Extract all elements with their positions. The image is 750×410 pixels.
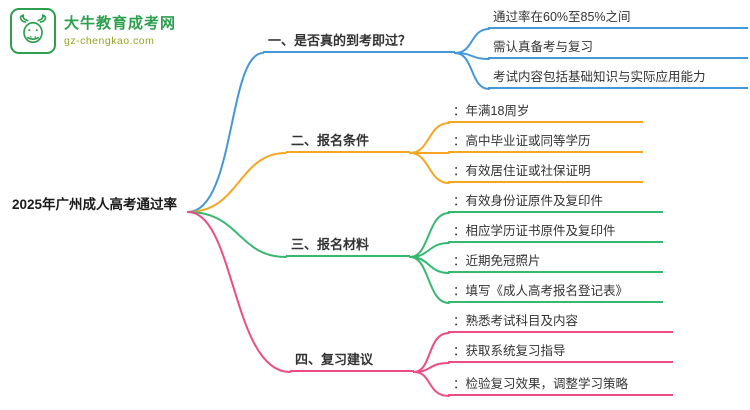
connector-branch1-child2 (454, 52, 490, 60)
branch-4-child-3[interactable]: ：检验复习效果，调整学习策略 (448, 374, 673, 396)
connector-branch4-child3 (413, 371, 450, 397)
logo-text: 大牛教育成考网 gz-chengkao.com (64, 14, 176, 48)
connector-branch4-child2 (413, 362, 450, 373)
connector-branch3-child4 (409, 256, 450, 304)
branch-2-child-3[interactable]: ：有效居住证或社保证明 (448, 161, 643, 183)
branch-3-child-2[interactable]: ：相应学历证书原件及复印件 (448, 221, 663, 243)
bull-icon (10, 8, 56, 54)
connector-root-branch-2 (187, 152, 287, 213)
connector-root-branch-1 (187, 52, 264, 213)
branch-3-child-1[interactable]: ：有效身份证原件及复印件 (448, 191, 663, 213)
branch-2-child-1[interactable]: ：年满18周岁 (448, 101, 643, 123)
branch-label-3[interactable]: 三、报名材料 (286, 235, 410, 257)
connector-branch1-child3 (454, 52, 490, 90)
connector-branch2-child3 (409, 152, 450, 184)
branch-3-child-3[interactable]: ：近期免冠照片 (448, 251, 663, 273)
connector-branch4-child1 (413, 332, 450, 373)
branch-label-4[interactable]: 四、复习建议 (290, 350, 414, 372)
connector-branch3-child3 (409, 256, 450, 274)
branch-3-child-4[interactable]: ：填写《成人高考报名登记表》 (448, 281, 663, 303)
branch-4-child-2[interactable]: ：获取系统复习指导 (448, 341, 673, 363)
root-node[interactable]: 2025年广州成人高考通过率 (12, 197, 178, 212)
branch-1-child-3[interactable]: 考试内容包括基础知识与实际应用能力 (488, 67, 748, 89)
connector-branch1-child1 (454, 28, 490, 54)
branch-1-child-2[interactable]: 需认真备考与复习 (488, 37, 748, 59)
branch-label-1[interactable]: 一、是否真的到考即过？ (263, 31, 455, 53)
connector-branch3-child1 (409, 212, 450, 258)
logo-title: 大牛教育成考网 (64, 15, 177, 32)
branch-2-child-2[interactable]: ：高中毕业证或同等学历 (448, 131, 643, 153)
logo-domain: gz-chengkao.com (64, 35, 155, 47)
connector-root-branch-4 (187, 211, 291, 373)
branch-4-child-1[interactable]: ：熟悉考试科目及内容 (448, 311, 673, 333)
branch-label-2[interactable]: 二、报名条件 (286, 131, 410, 153)
branch-1-child-1[interactable]: 通过率在60%至85%之间 (488, 7, 748, 29)
connector-branch3-child2 (409, 242, 450, 258)
connector-branch2-child1 (409, 122, 450, 154)
connector-root-branch-3 (187, 211, 287, 258)
logo[interactable]: 大牛教育成考网 gz-chengkao.com (10, 8, 176, 54)
